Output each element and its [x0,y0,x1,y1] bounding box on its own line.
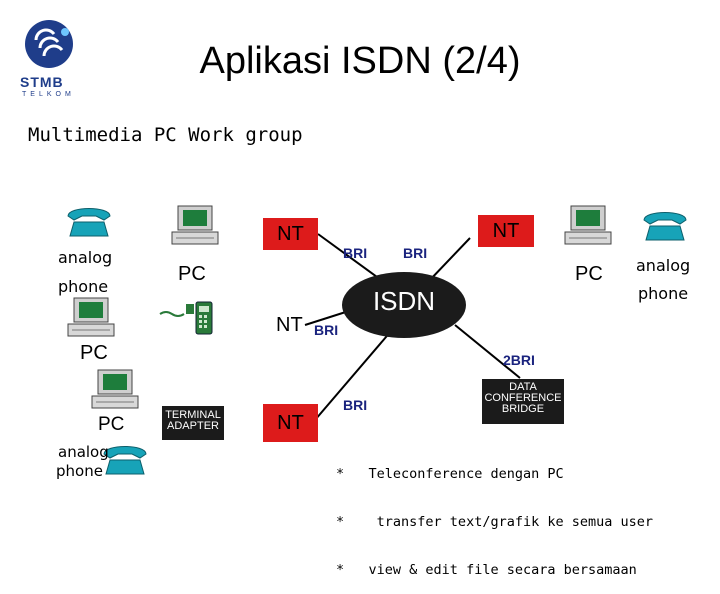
pc-middle-left [66,296,118,344]
logo-icon [25,20,73,68]
pc-label: PC [178,263,206,285]
pc-label: PC [80,342,108,364]
page-title: Aplikasi ISDN (2/4) [199,40,521,82]
isdn-phone-middle [158,298,218,342]
computer-icon [171,205,219,245]
phone-label: phone [56,462,103,480]
bri-label: BRI [343,397,368,413]
isdn-cloud: ISDN [340,270,468,340]
cloud-shape [342,272,466,338]
computer-icon [67,297,115,337]
note-item: * Teleconference dengan PC [336,466,653,482]
logo-subtext: TELKOM [22,91,75,98]
link-nt-top-right-isdn [427,237,471,283]
analog-phone-top-left [64,202,114,246]
phone-icon [67,208,111,237]
bridge-line3: BRIDGE [501,403,545,415]
pc-top-right [563,204,615,252]
bridge-line2: CONFERENCE [484,392,562,404]
phone-icon [103,446,147,475]
page-subtitle: Multimedia PC Work group [28,124,303,146]
isdn-label: ISDN [372,286,436,316]
analog-phone-top-right [640,206,690,250]
pc-label: PC [98,414,125,435]
note-item: * transfer text/grafik ke semua user [336,514,653,530]
two-bri-label: 2BRI [503,352,535,368]
note-text: Teleconference dengan PC [368,466,564,482]
note-text: transfer text/grafik ke semua user [368,514,654,530]
computer-icon [91,369,139,409]
note-bullet: * [336,466,345,482]
nt-middle: NT [276,314,303,336]
logo-name: STMB [20,74,64,90]
link-isdn-bridge [454,324,521,379]
analog-label: analog [636,256,691,275]
pc-bottom-left [90,368,142,416]
terminal-adapter-line1: TERMINAL [165,409,221,421]
stmb-logo: STMB TELKOM [14,10,84,102]
computer-icon [564,205,612,245]
phone-label: phone [58,277,109,296]
terminal-adapter-line2: ADAPTER [167,420,219,432]
nt-bottom: NT [263,404,318,442]
note-bullet: * [336,562,345,578]
isdn-phone-icon [159,301,213,335]
notes-list: * Teleconference dengan PC * transfer te… [336,434,653,594]
terminal-adapter: TERMINAL ADAPTER [162,406,224,440]
analog-phone-bottom-left [100,440,150,484]
bri-label: BRI [343,245,368,261]
bridge-line1: DATA [509,381,537,393]
bri-label: BRI [403,245,428,261]
link-nt-bottom-isdn [314,329,393,421]
nt-top-right: NT [478,215,534,247]
data-conference-bridge: DATA CONFERENCE BRIDGE [482,379,564,424]
pc-label: PC [575,263,603,285]
note-text: view & edit file secara bersamaan [368,562,637,578]
nt-top-left: NT [263,218,318,250]
note-bullet: * [336,514,345,530]
phone-label: phone [638,284,689,303]
note-item: * view & edit file secara bersamaan [336,562,653,578]
phone-icon [643,212,687,241]
analog-label: analog [58,443,109,461]
analog-label: analog [58,248,113,267]
bri-label: BRI [314,322,339,338]
pc-top-left [170,204,222,252]
